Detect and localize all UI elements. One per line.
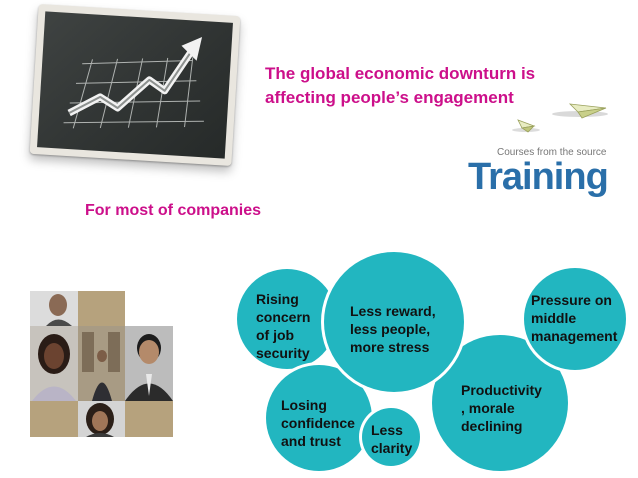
paper-airplane-icon: [512, 103, 608, 133]
brand-tagline: Courses from the source: [497, 147, 607, 158]
collage-tan-tile: [78, 291, 125, 326]
bubble-text-less-reward: Less reward, less people, more stress: [350, 303, 436, 355]
chalkboard-image: [29, 3, 241, 167]
bubble-less-clarity: [362, 408, 420, 466]
photo-office-people: [78, 326, 125, 401]
bubble-losing-confidence: [266, 365, 372, 471]
collage-tan-tile: [30, 401, 78, 437]
bubble-less-reward: [324, 252, 464, 392]
photo-woman-curly-hair: [78, 401, 125, 437]
headline: The global economic downturn is affectin…: [265, 62, 595, 110]
bubble-text-productivity: Productivity , morale declining: [461, 382, 542, 434]
bubble-pressure: [524, 268, 626, 370]
training-logo: Training: [468, 156, 609, 198]
collage-tan-tile: [125, 401, 173, 437]
bubble-text-losing: Losing confidence and trust: [281, 397, 355, 449]
photo-woman-smiling: [30, 326, 78, 401]
photo-man-suit: [125, 326, 173, 401]
bubble-text-pressure: Pressure on middle management: [531, 292, 618, 344]
headline-line-1: The global economic downturn is: [265, 64, 536, 83]
photo-man-smiling: [30, 291, 78, 326]
bubble-text-clarity: Less clarity: [371, 422, 413, 456]
subheading: For most of companies: [85, 202, 262, 219]
headline-line-2: affecting people’s engagement: [265, 88, 514, 107]
bubble-rising-concern: [237, 269, 337, 369]
growth-chart-icon: [63, 37, 204, 129]
bubble-text-rising: Rising concern of job security: [256, 291, 311, 361]
